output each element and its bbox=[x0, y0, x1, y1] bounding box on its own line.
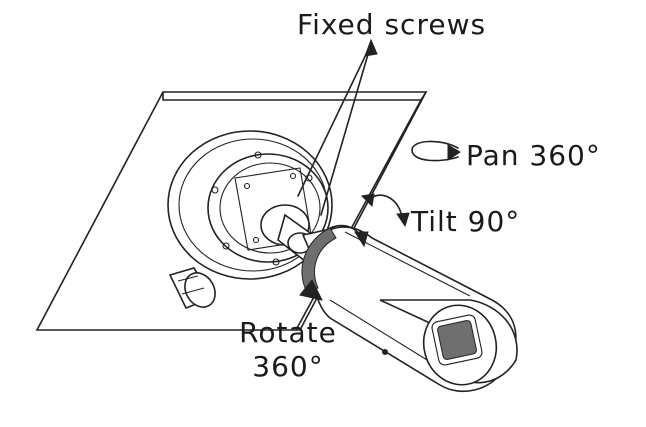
rotate-label: Rotate bbox=[239, 316, 337, 349]
tilt-label: Tilt 90° bbox=[411, 205, 521, 238]
fixed-screws-leaders bbox=[297, 38, 378, 216]
tilt-arrow bbox=[360, 193, 410, 228]
fixed-screws-label: Fixed screws bbox=[297, 8, 487, 41]
pan-label: Pan 360° bbox=[466, 139, 601, 172]
rotate-degrees-label: 360° bbox=[252, 350, 324, 383]
cable-gland bbox=[168, 267, 216, 310]
camera-body bbox=[312, 226, 518, 392]
rotate-arrow bbox=[299, 224, 369, 301]
pan-arrow bbox=[411, 140, 461, 162]
